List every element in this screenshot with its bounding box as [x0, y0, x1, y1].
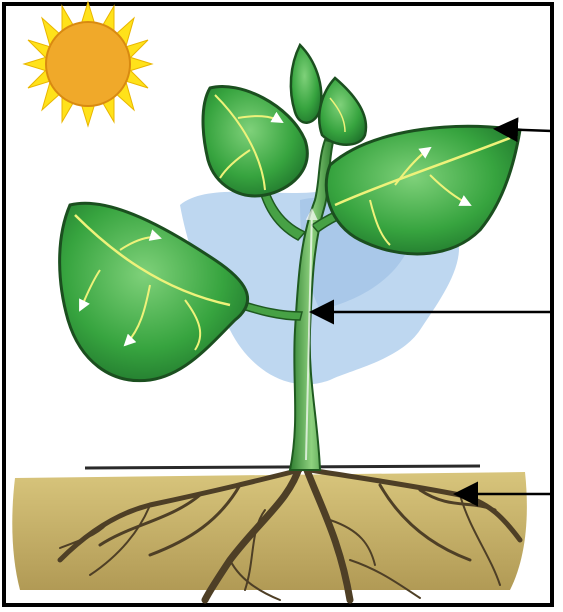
- sun-icon: [24, 2, 152, 126]
- soil-area: [12, 466, 527, 590]
